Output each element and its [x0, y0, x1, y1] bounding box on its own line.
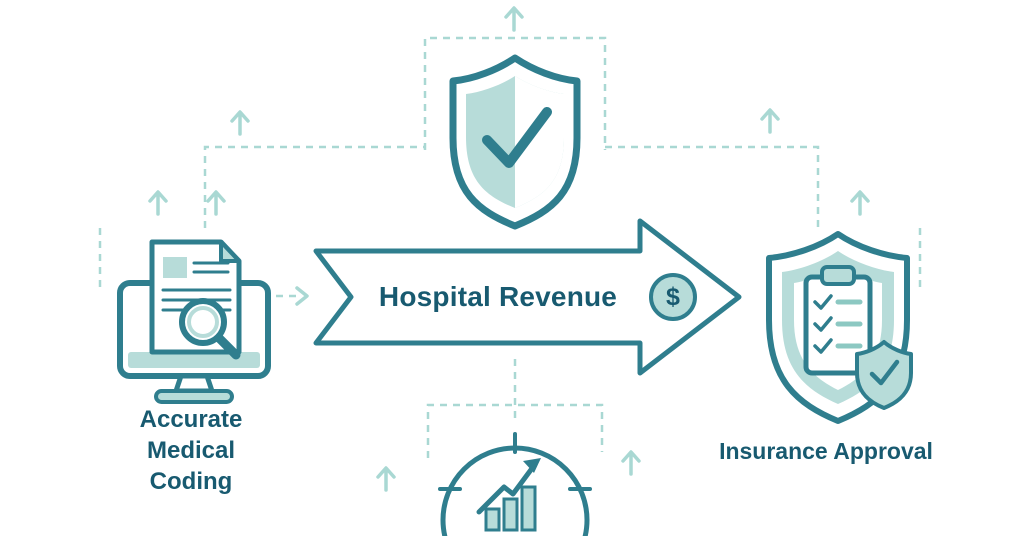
right-arrowhead-icon	[295, 286, 309, 306]
up-arrow-icon	[760, 108, 780, 134]
label-line: Accurate	[139, 406, 243, 433]
monitor-stand	[173, 373, 215, 394]
label-line: Coding	[149, 468, 233, 495]
up-arrow-icon	[504, 6, 524, 32]
up-arrow-icon	[621, 450, 641, 476]
dollar-symbol: $	[666, 282, 680, 311]
label-line: Medical	[146, 437, 236, 464]
up-arrows	[148, 6, 870, 492]
page-fold	[219, 240, 241, 263]
label-accurate-medical-coding: Accurate Medical Coding	[96, 404, 286, 497]
up-arrow-icon	[850, 190, 870, 216]
clipboard-icon	[803, 265, 873, 376]
arrow-title: Hospital Revenue	[378, 281, 618, 312]
label-insurance-approval: Insurance Approval	[719, 438, 933, 464]
magnifier-icon	[179, 298, 241, 360]
up-arrow-icon	[206, 190, 226, 216]
dollar-circle-icon	[649, 273, 697, 321]
shield-check-icon	[449, 54, 581, 230]
monitor-base	[154, 389, 234, 404]
dashed-connector	[98, 36, 922, 458]
checkmark-icon	[482, 107, 552, 168]
up-arrow-icon	[376, 466, 396, 492]
mini-shield-check-icon	[855, 340, 913, 410]
hospital-revenue-arrow	[313, 218, 742, 376]
medical-coding-monitor-icon	[117, 239, 271, 404]
up-arrow-icon	[230, 110, 250, 136]
growth-chart-icon	[438, 432, 592, 536]
trend-arrowhead-icon	[523, 458, 541, 473]
up-arrow-icon	[148, 190, 168, 216]
insurance-clipboard-shield-icon	[766, 231, 913, 424]
